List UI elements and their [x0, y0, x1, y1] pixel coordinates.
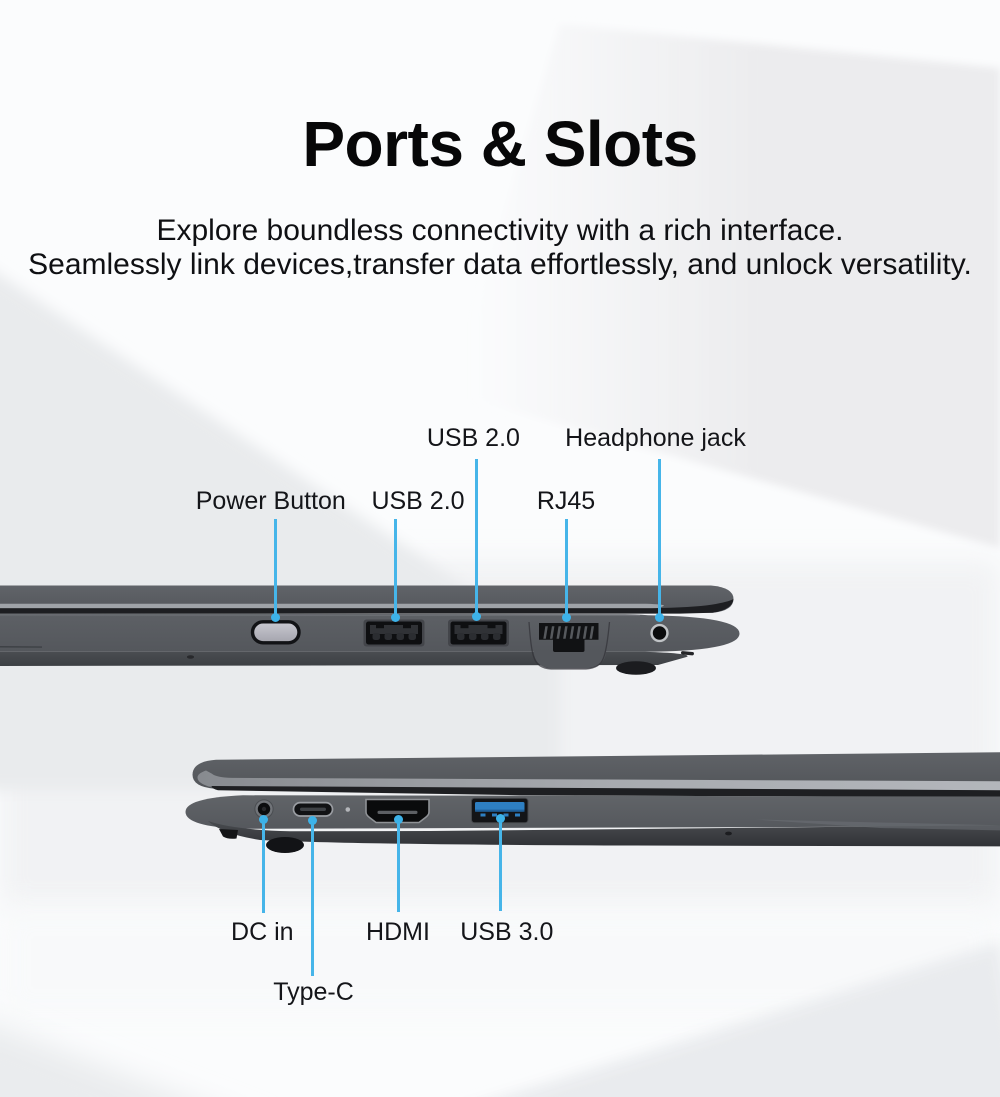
- callout-line-usb2-2: [475, 458, 479, 615]
- power-button: [250, 620, 301, 645]
- dc-in-port: [254, 799, 274, 819]
- callout-line-type-c: [310, 823, 314, 976]
- label-hdmi: HDMI: [366, 918, 430, 947]
- backdrop-bottom-right: [501, 942, 1000, 1097]
- hdmi-port: [365, 798, 430, 824]
- label-headphone-jack: Headphone jack: [565, 424, 746, 453]
- callout-dot-usb2-2: [472, 612, 482, 622]
- usb3-port: [471, 797, 529, 824]
- laptop-top-lid-dark-edge: [0, 599, 734, 614]
- subtitle-line-1: Explore boundless connectivity with a ri…: [156, 213, 844, 247]
- label-usb2-upper: USB 2.0: [426, 424, 520, 453]
- callout-line-rj45: [565, 519, 568, 615]
- vent-slit: [680, 651, 694, 656]
- label-type-c: Type-C: [273, 978, 354, 1007]
- backdrop-bottom-left: [0, 1026, 184, 1097]
- page-subtitle: Explore boundless connectivity with a ri…: [28, 214, 972, 283]
- laptop-left-side-view: [185, 752, 1000, 853]
- laptop-top-lid-silver-edge: [0, 603, 664, 609]
- indicator-led: [345, 807, 351, 812]
- callout-dot-rj45: [562, 612, 571, 622]
- callout-line-usb3: [498, 820, 502, 911]
- callout-dot-headphone: [654, 612, 664, 622]
- callout-line-usb2-1: [393, 519, 397, 615]
- laptop-top-bottom-band: [0, 651, 688, 666]
- callout-line-dc-in: [262, 822, 266, 913]
- bottom-hook: [219, 829, 238, 839]
- rj45-port: [528, 621, 611, 670]
- label-usb3: USB 3.0: [460, 918, 554, 947]
- rubber-foot-bottom: [266, 837, 304, 853]
- screw-dot: [186, 655, 195, 659]
- page-title: Ports & Slots: [302, 108, 698, 180]
- callout-dot-type-c: [307, 816, 317, 825]
- callout-dot-hdmi: [394, 815, 404, 824]
- callout-dot-power-button: [271, 613, 280, 622]
- callout-dot-usb2-1: [390, 613, 400, 622]
- label-rj45: RJ45: [536, 487, 596, 516]
- laptop-right-side-view: [0, 585, 740, 675]
- label-usb2-lower: USB 2.0: [371, 487, 465, 516]
- usb-c-port: [292, 801, 334, 817]
- rubber-foot: [616, 661, 656, 675]
- screw-dot-bottom: [725, 831, 732, 836]
- backdrop-right-sheet: [450, 24, 1000, 548]
- subtitle-line-2: Seamlessly link devices,transfer data ef…: [28, 248, 972, 282]
- usb-a-port-2: [448, 619, 509, 647]
- label-power-button: Power Button: [195, 487, 346, 516]
- headphone-jack: [649, 622, 670, 644]
- laptop-bottom-lid-silver-edge: [197, 770, 1000, 791]
- laptop-top-crease: [0, 646, 42, 648]
- laptop-bottom-lid-dark-edge: [211, 786, 1000, 798]
- usb-a-port-1: [363, 619, 425, 647]
- callout-line-power-button: [274, 519, 277, 615]
- laptop-bottom-bottom-band: [208, 821, 1000, 847]
- label-dc-in: DC in: [231, 918, 294, 947]
- callout-line-headphone: [658, 458, 661, 615]
- callout-dot-dc-in: [259, 815, 269, 824]
- callout-line-hdmi: [397, 822, 401, 912]
- callout-dot-usb3: [495, 813, 505, 823]
- laptop-bottom-edge-highlight: [755, 819, 1000, 831]
